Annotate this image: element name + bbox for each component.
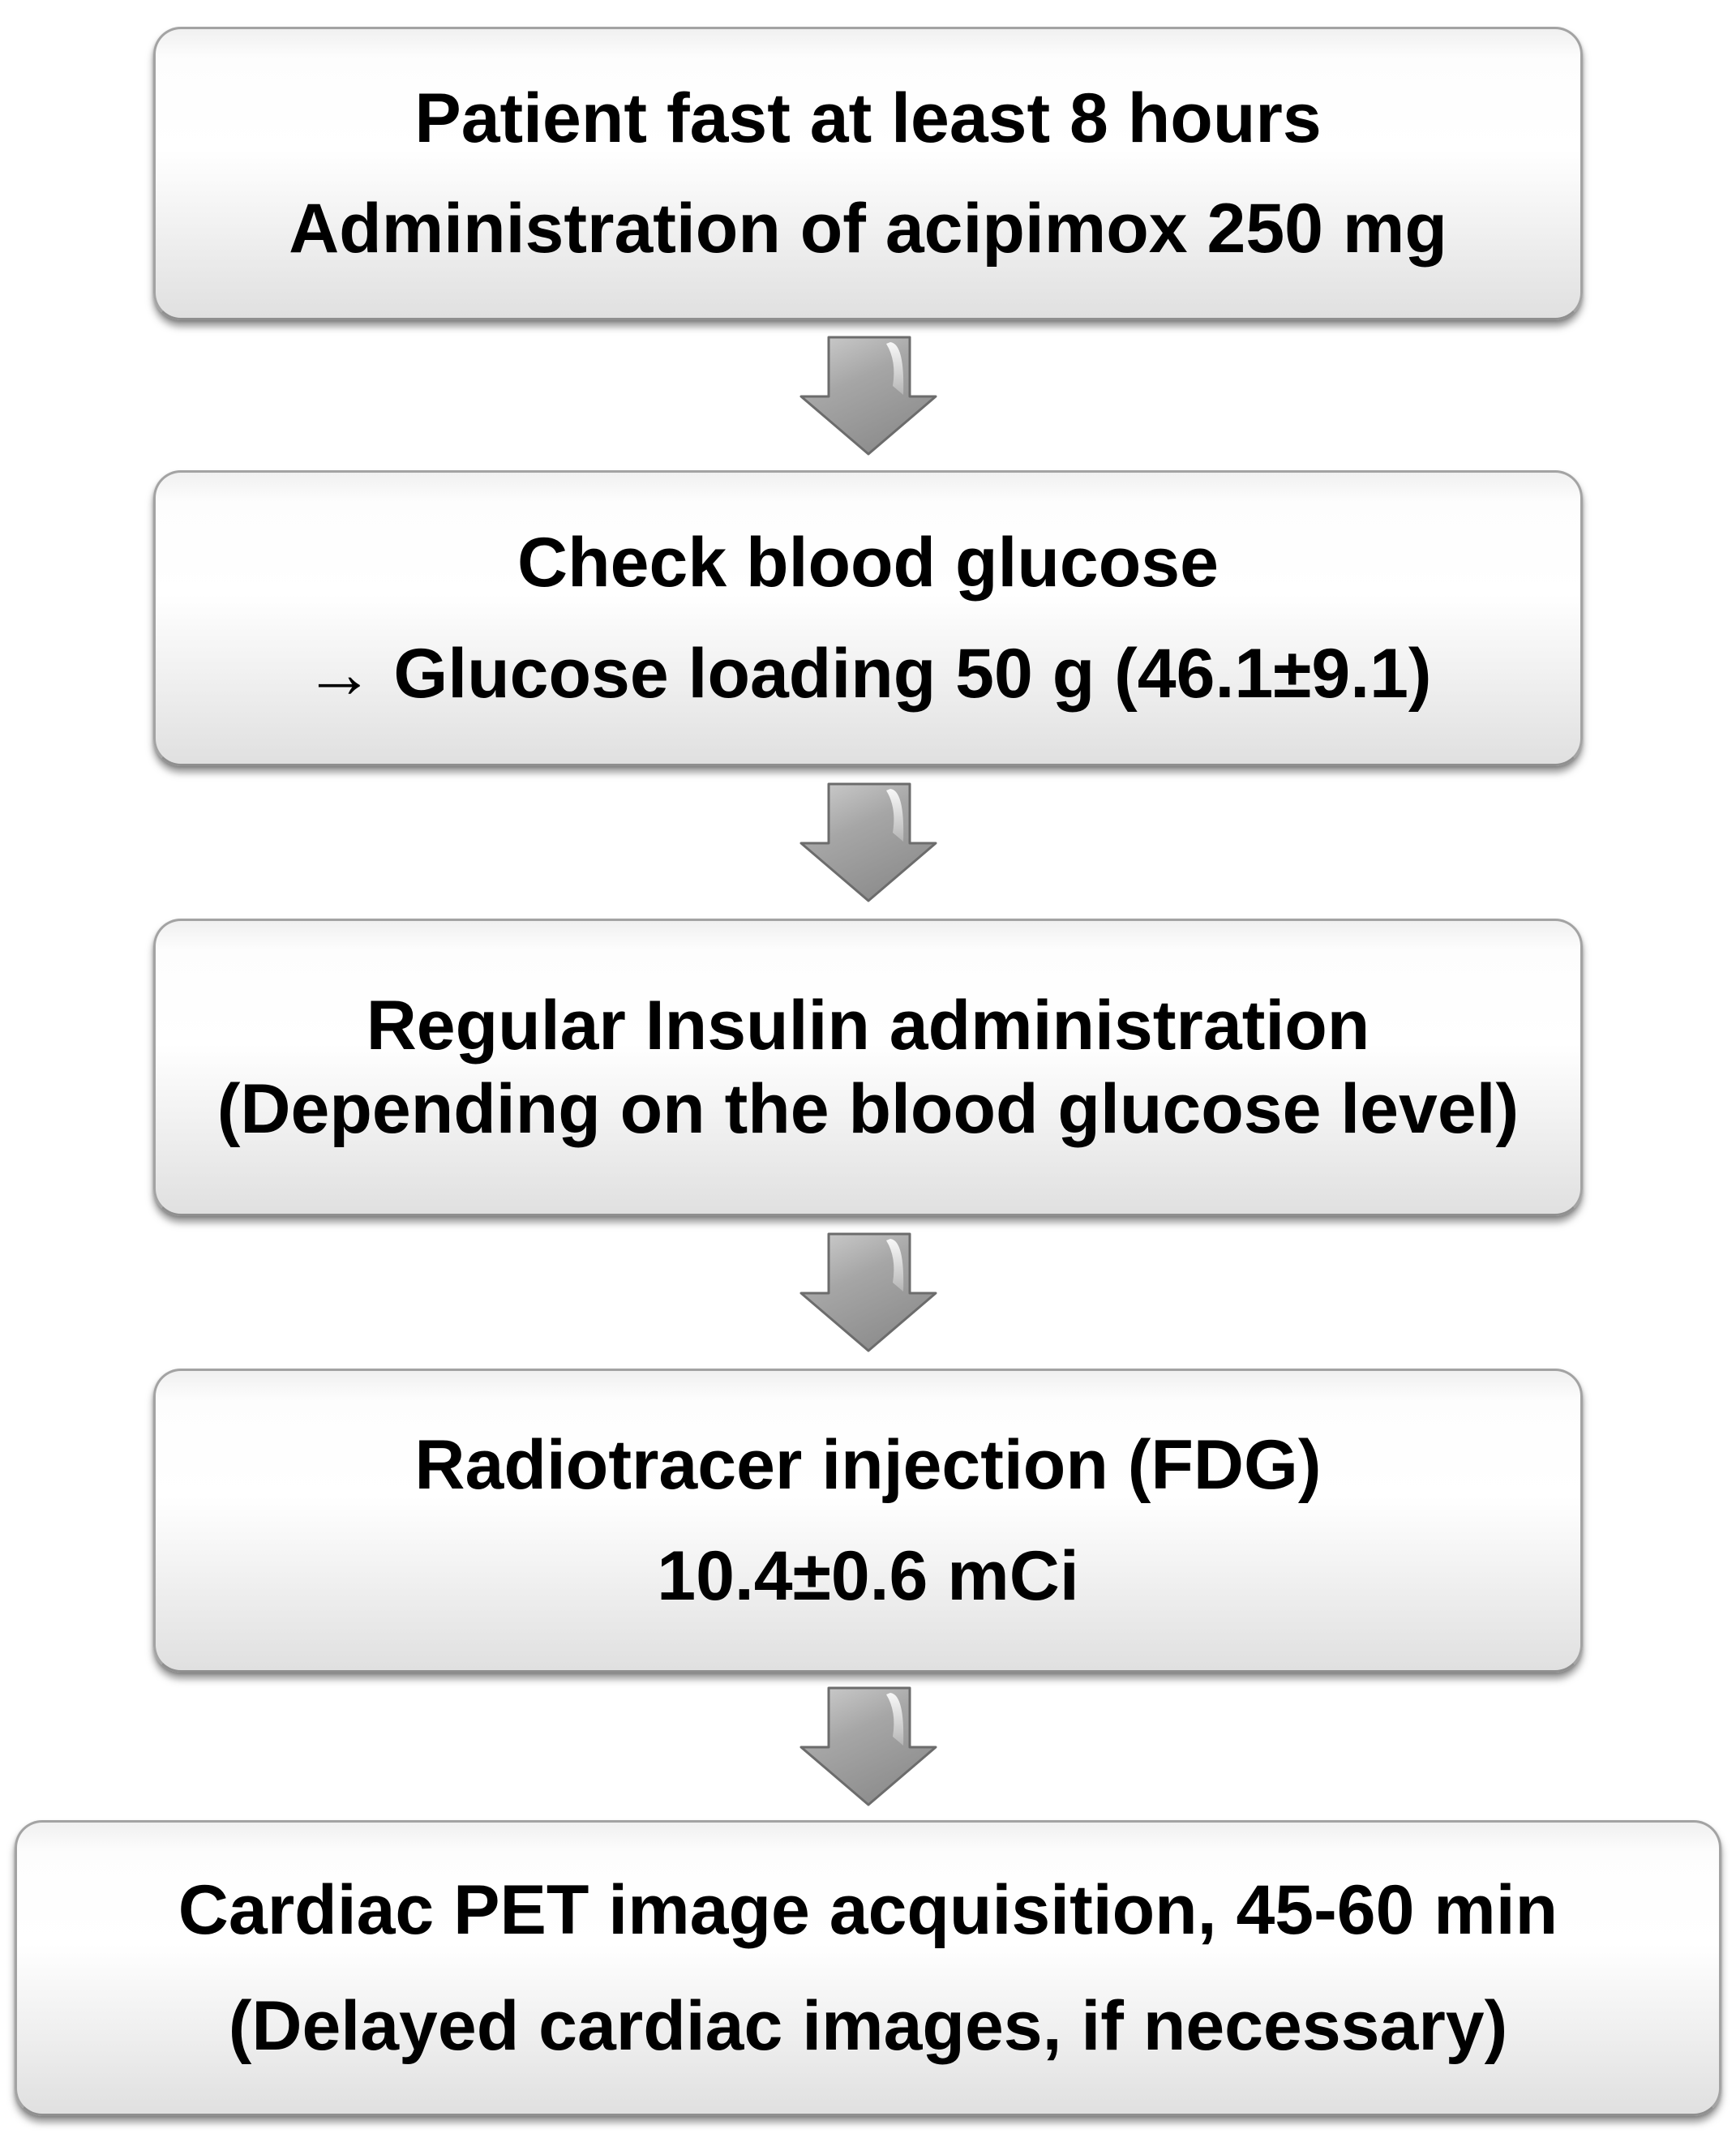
flow-connector — [799, 1216, 938, 1369]
step-text-line: Check blood glucose — [517, 524, 1219, 602]
down-arrow-icon — [799, 782, 937, 902]
step-patient-preparation-box: Patient fast at least 8 hours Administra… — [153, 27, 1583, 320]
down-arrow-icon — [799, 1686, 937, 1806]
step-text-line: Patient fast at least 8 hours — [414, 79, 1322, 157]
step-text-line: (Depending on the blood glucose level) — [216, 1069, 1520, 1148]
down-arrow-icon — [799, 336, 937, 455]
step-insulin-administration-box: Regular Insulin administration (Dependin… — [153, 919, 1583, 1216]
step-text-line: (Delayed cardiac images, if necessary) — [228, 1986, 1508, 2065]
step-text-line: Cardiac PET image acquisition, 45-60 min — [178, 1871, 1558, 1950]
step-text-line: Administration of acipimox 250 mg — [289, 190, 1447, 268]
step-text-line: → Glucose loading 50 g (46.1±9.1) — [304, 634, 1432, 713]
step-radiotracer-injection-box: Radiotracer injection (FDG) 10.4±0.6 mCi — [153, 1369, 1583, 1673]
flow-connector — [799, 320, 938, 470]
step-text-line: 10.4±0.6 mCi — [657, 1536, 1079, 1615]
step-text-line: Radiotracer injection (FDG) — [414, 1426, 1322, 1505]
down-arrow-icon — [799, 1232, 937, 1352]
step-glucose-check-box: Check blood glucose → Glucose loading 50… — [153, 470, 1583, 766]
step-text-line: Regular Insulin administration — [366, 987, 1370, 1065]
step-pet-acquisition-box: Cardiac PET image acquisition, 45-60 min… — [15, 1820, 1721, 2116]
flow-connector — [799, 766, 938, 919]
flow-connector — [799, 1673, 938, 1820]
